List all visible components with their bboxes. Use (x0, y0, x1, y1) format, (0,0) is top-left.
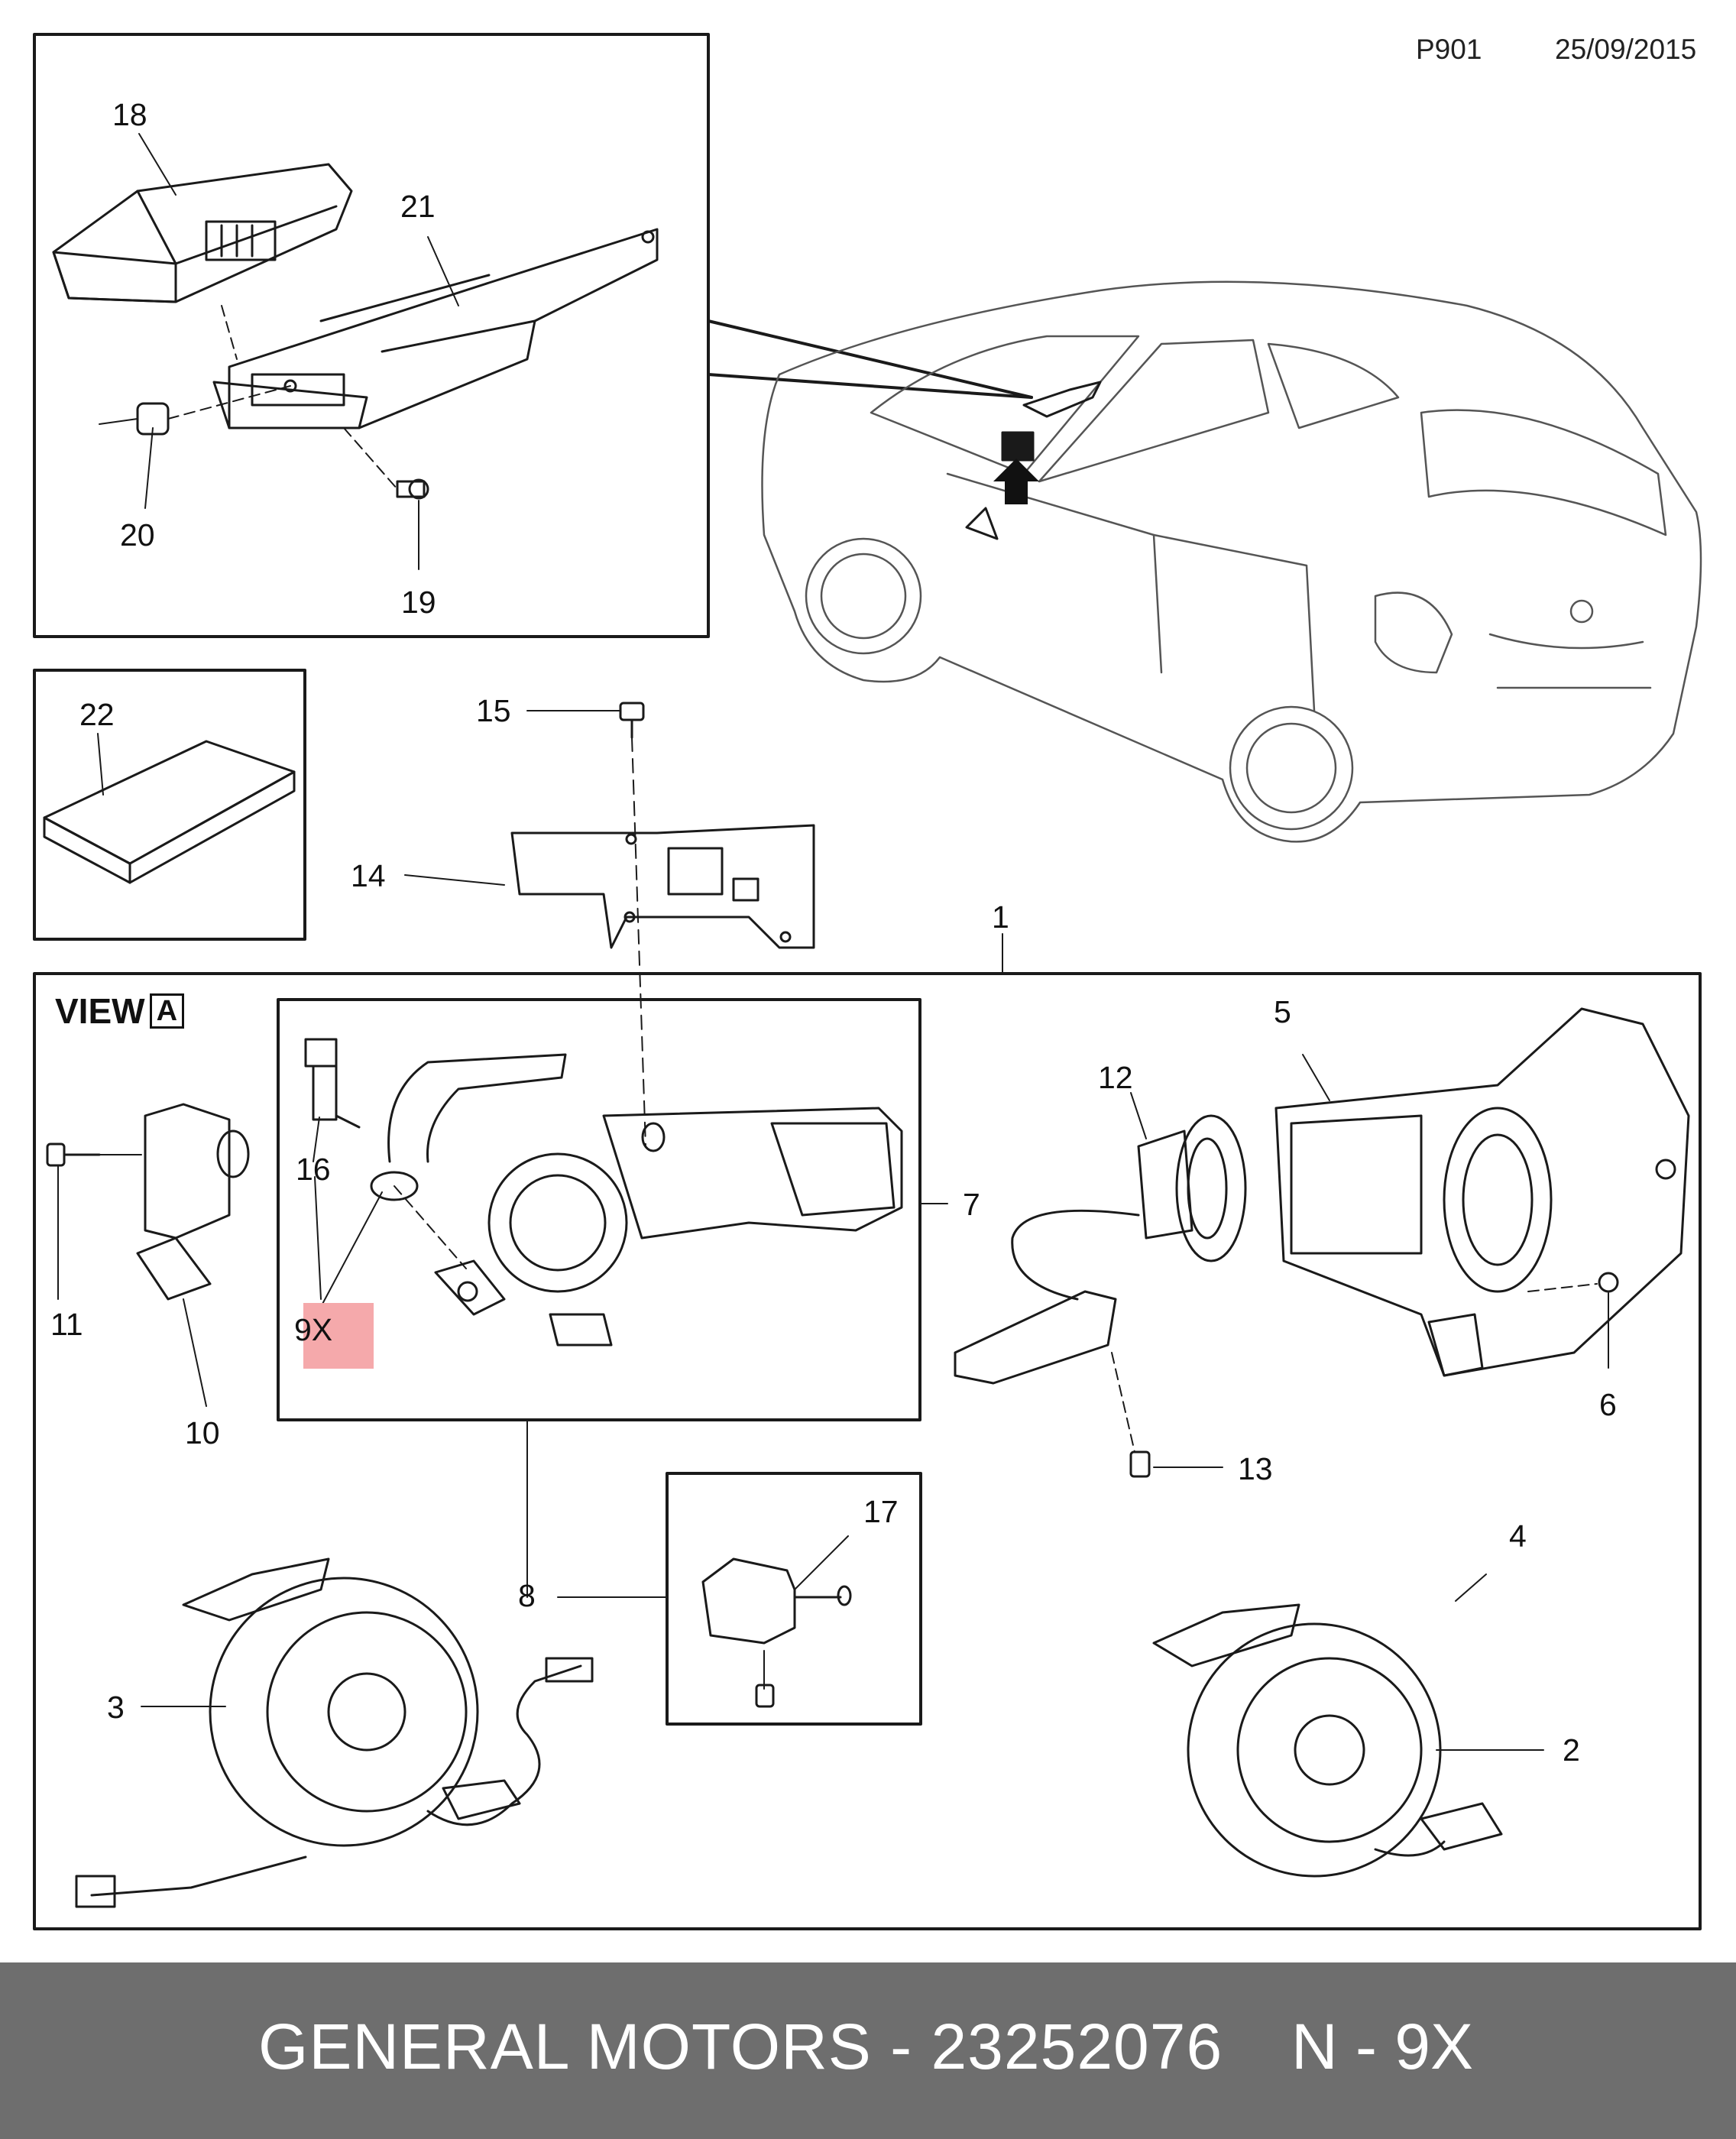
callout-2: 2 (1563, 1732, 1580, 1768)
callout-21: 21 (400, 189, 436, 224)
part-9x-clamp (387, 1053, 567, 1163)
callout-12: 12 (1098, 1060, 1133, 1095)
callout-4: 4 (1509, 1518, 1527, 1554)
page-code: P901 (1416, 34, 1482, 65)
view-a-label: VIEW A (55, 990, 185, 1032)
car-outline (761, 280, 1702, 843)
callout-17: 17 (863, 1494, 899, 1529)
callout-6: 6 (1599, 1387, 1617, 1422)
callout-8: 8 (518, 1578, 536, 1613)
callout-16: 16 (296, 1152, 331, 1187)
callout-11: 11 (50, 1307, 83, 1342)
part-13-screw (1111, 1352, 1223, 1478)
part-19-screw (343, 427, 429, 500)
callout-18: 18 (112, 97, 147, 132)
callout-20: 20 (120, 517, 155, 553)
part-5-assembly (1274, 1007, 1690, 1377)
inner-frame-7 (277, 998, 921, 1421)
inset-frame-22 (33, 669, 306, 941)
part-16-bolt (304, 1038, 361, 1162)
part-11-screw (46, 1142, 142, 1300)
part-18-module (52, 163, 353, 303)
footer-bar: GENERAL MOTORS - 23252076 N - 9X (0, 1962, 1736, 2139)
part-3-clockspring (75, 1557, 594, 1908)
footer-code: N - 9X (1291, 2011, 1474, 2082)
callout-5: 5 (1274, 994, 1291, 1029)
highlight-9x (303, 1303, 374, 1369)
callout-13: 13 (1238, 1451, 1273, 1486)
part-15-screw (526, 702, 645, 739)
callout-9x: 9X (294, 1312, 333, 1347)
part-2-clockspring (1152, 1603, 1544, 1878)
parts-diagram: P901 25/09/2015 VIEW A 18 21 20 19 22 15… (33, 33, 1702, 1930)
part-21-bracket (212, 228, 659, 429)
part-22-card (43, 733, 296, 884)
part-12-ring (954, 1092, 1247, 1385)
diagram-drawing (33, 33, 1702, 1930)
footer-brand-part: GENERAL MOTORS - 23252076 (258, 2011, 1223, 2082)
car-steering-detail (965, 381, 1102, 540)
callout-19: 19 (401, 585, 436, 620)
part-7-housing (434, 1107, 948, 1347)
callout-1: 1 (992, 899, 1009, 935)
part-6-screw (1527, 1272, 1619, 1369)
frame-view-a (33, 972, 1702, 1930)
callout-14: 14 (351, 858, 386, 893)
view-text: VIEW (55, 991, 145, 1031)
callout-7: 7 (963, 1187, 980, 1222)
callout-15: 15 (476, 693, 511, 728)
callout-3: 3 (107, 1690, 125, 1725)
callout-22: 22 (79, 697, 115, 732)
part-14-bracket (404, 824, 815, 949)
page-date: 25/09/2015 (1555, 34, 1697, 65)
view-marker: A (149, 993, 185, 1029)
part-17-switch (701, 1535, 852, 1708)
part-10-switch (136, 1103, 250, 1407)
inset-frame-module (33, 33, 710, 638)
inner-frame-17 (666, 1472, 922, 1726)
callout-10: 10 (185, 1415, 220, 1450)
